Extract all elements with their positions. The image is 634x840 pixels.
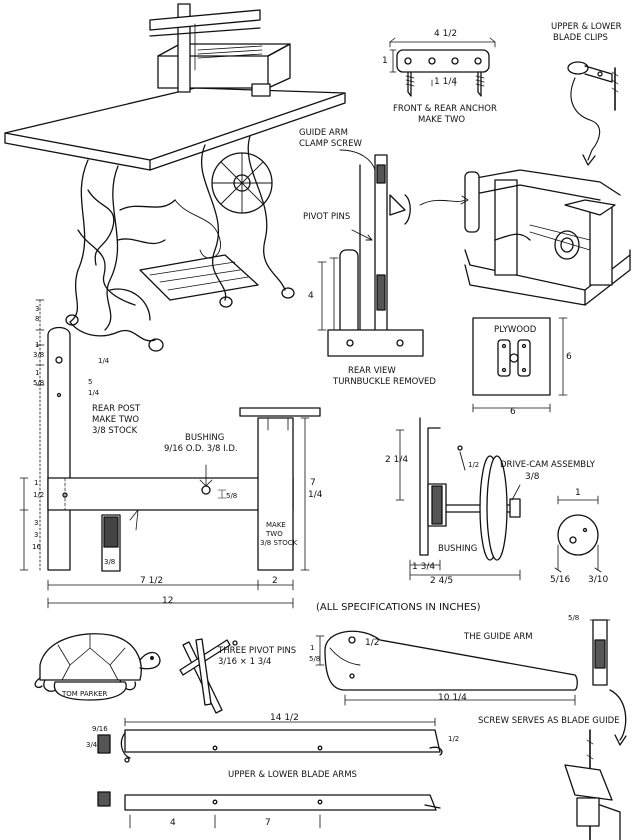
guide-arm-drawing (315, 619, 627, 746)
blade-arm-seg-1: 4 (170, 818, 176, 828)
assembled-saw-drawing (419, 169, 631, 306)
rear-view-caption-1: REAR VIEW (348, 366, 396, 376)
plywood-drawing (472, 317, 568, 413)
blade-arms-caption: UPPER & LOWER BLADE ARMS (228, 770, 357, 780)
drive-length-1: 1 3/4 (412, 562, 436, 572)
guide-arm-title: THE GUIDE ARM (464, 632, 533, 642)
rear-post-caption-1: REAR POST (92, 404, 141, 414)
right-post-height-2: 1/4 (308, 490, 323, 500)
artist-signature: TOM PARKER (62, 690, 108, 698)
drive-shaft-dim: 3/8 (525, 472, 540, 482)
blade-arm-length: 14 1/2 (270, 713, 299, 723)
anchor-spacing-dim: 1 1/4 (434, 77, 458, 87)
rear-view-drawing (317, 149, 424, 357)
drive-cam-drawing (395, 417, 602, 581)
bushing-hole-dim: 5/8 (226, 492, 238, 500)
blade-arm-seg-2: 7 (265, 818, 271, 828)
rear-view-dim: 4 (308, 291, 314, 301)
make-two-stock: 3/8 STOCK (260, 539, 298, 547)
guide-arm-clamp-label-1: GUIDE ARM (299, 128, 348, 138)
guide-arm-height-b: 5/8 (309, 655, 321, 663)
guide-arm-height-a: 1 (310, 644, 315, 652)
drive-screw-dim: 1/2 (468, 461, 480, 469)
blade-arm-end-dim: 1/2 (448, 735, 460, 743)
anchor-width-dim: 4 1/2 (434, 29, 458, 39)
blade-guide-detail (564, 729, 621, 840)
rear-post-top-2: 8 (35, 315, 40, 323)
rear-post-hole-dim: 1/4 (98, 357, 110, 365)
treadle-saw-illustration (4, 3, 346, 352)
crossbar-dim-a: 1 (34, 479, 39, 487)
blade-arms-drawing (97, 717, 443, 829)
blade-arm-height-2: 3/4 (86, 741, 98, 749)
pivot-pins-drawing (179, 638, 238, 714)
right-post-height-1: 7 (310, 478, 316, 488)
plywood-height-dim: 6 (566, 352, 572, 362)
cam-width-dim: 1 (575, 488, 581, 498)
blade-clips-title-1: UPPER & LOWER (551, 22, 622, 32)
turtle-illustration (34, 633, 161, 701)
rear-post-dim-1a: 1 (35, 341, 40, 349)
bushing-label: BUSHING (185, 433, 225, 443)
blade-arm-height-1: 9/16 (92, 725, 108, 733)
base-total: 12 (162, 596, 174, 606)
rear-post-drawing (19, 299, 321, 609)
make-two-1: MAKE (266, 521, 286, 529)
make-two-2: TWO (266, 530, 283, 538)
lower-post-dim-b: 3 (34, 531, 39, 539)
rear-post-dim-3b: 1/4 (88, 389, 100, 397)
pivot-pins-caption-2: 3/16 × 1 3/4 (218, 657, 272, 667)
anchor-height-dim: 1 (382, 56, 388, 66)
anchor-caption-1: FRONT & REAR ANCHOR (393, 104, 497, 114)
guide-arm-length: 10 1/4 (438, 693, 467, 703)
base-width-1: 7 1/2 (140, 576, 164, 586)
drive-cam-label: DRIVE-CAM ASSEMBLY (500, 460, 595, 470)
bushing-spec: 9/16 O.D. 3/8 I.D. (164, 444, 238, 454)
all-specs-note: (ALL SPECIFICATIONS IN INCHES) (316, 602, 481, 613)
guide-arm-hole-dim: 1/2 (365, 638, 380, 648)
anchor-caption-2: MAKE TWO (418, 115, 466, 125)
drive-length-2: 2 4/5 (430, 576, 454, 586)
blade-clips-title-2: BLADE CLIPS (553, 33, 608, 43)
slot-stock-dim: 3/8 (104, 558, 116, 566)
rear-post-dim-1b: 3/8 (33, 351, 45, 359)
rear-post-caption-3: 3/8 STOCK (92, 426, 138, 436)
blade-guide-note: SCREW SERVES AS BLADE GUIDE (478, 716, 620, 726)
cam-left-dim: 5/16 (550, 575, 571, 585)
blade-clip-drawing (567, 61, 619, 166)
guide-post-dim: 5/8 (568, 614, 580, 622)
crossbar-dim-b: 1/2 (33, 491, 45, 499)
plywood-label: PLYWOOD (494, 325, 537, 335)
rear-post-caption-2: MAKE TWO (92, 415, 140, 425)
plywood-width-dim: 6 (510, 407, 516, 417)
base-width-2: 2 (272, 576, 278, 586)
rear-post-dim-2b: 5/8 (33, 379, 45, 387)
guide-arm-clamp-label-2: CLAMP SCREW (299, 139, 362, 149)
cam-right-dim: 3/10 (588, 575, 609, 585)
rear-post-top-1: 3 (35, 305, 40, 313)
pivot-pins-label: PIVOT PINS (303, 212, 351, 222)
lower-post-dim-a: 3 (34, 519, 39, 527)
rear-post-dim-2a: 1 (35, 369, 40, 377)
drive-bracket-dim: 2 1/4 (385, 455, 409, 465)
drive-bushing-label: BUSHING (438, 544, 478, 554)
rear-view-caption-2: TURNBUCKLE REMOVED (333, 377, 436, 387)
lower-post-dim-c: 16 (32, 543, 41, 551)
anchor-drawing (389, 37, 496, 97)
rear-post-dim-3a: 5 (88, 378, 93, 386)
pivot-pins-caption-1: THREE PIVOT PINS (218, 646, 297, 656)
